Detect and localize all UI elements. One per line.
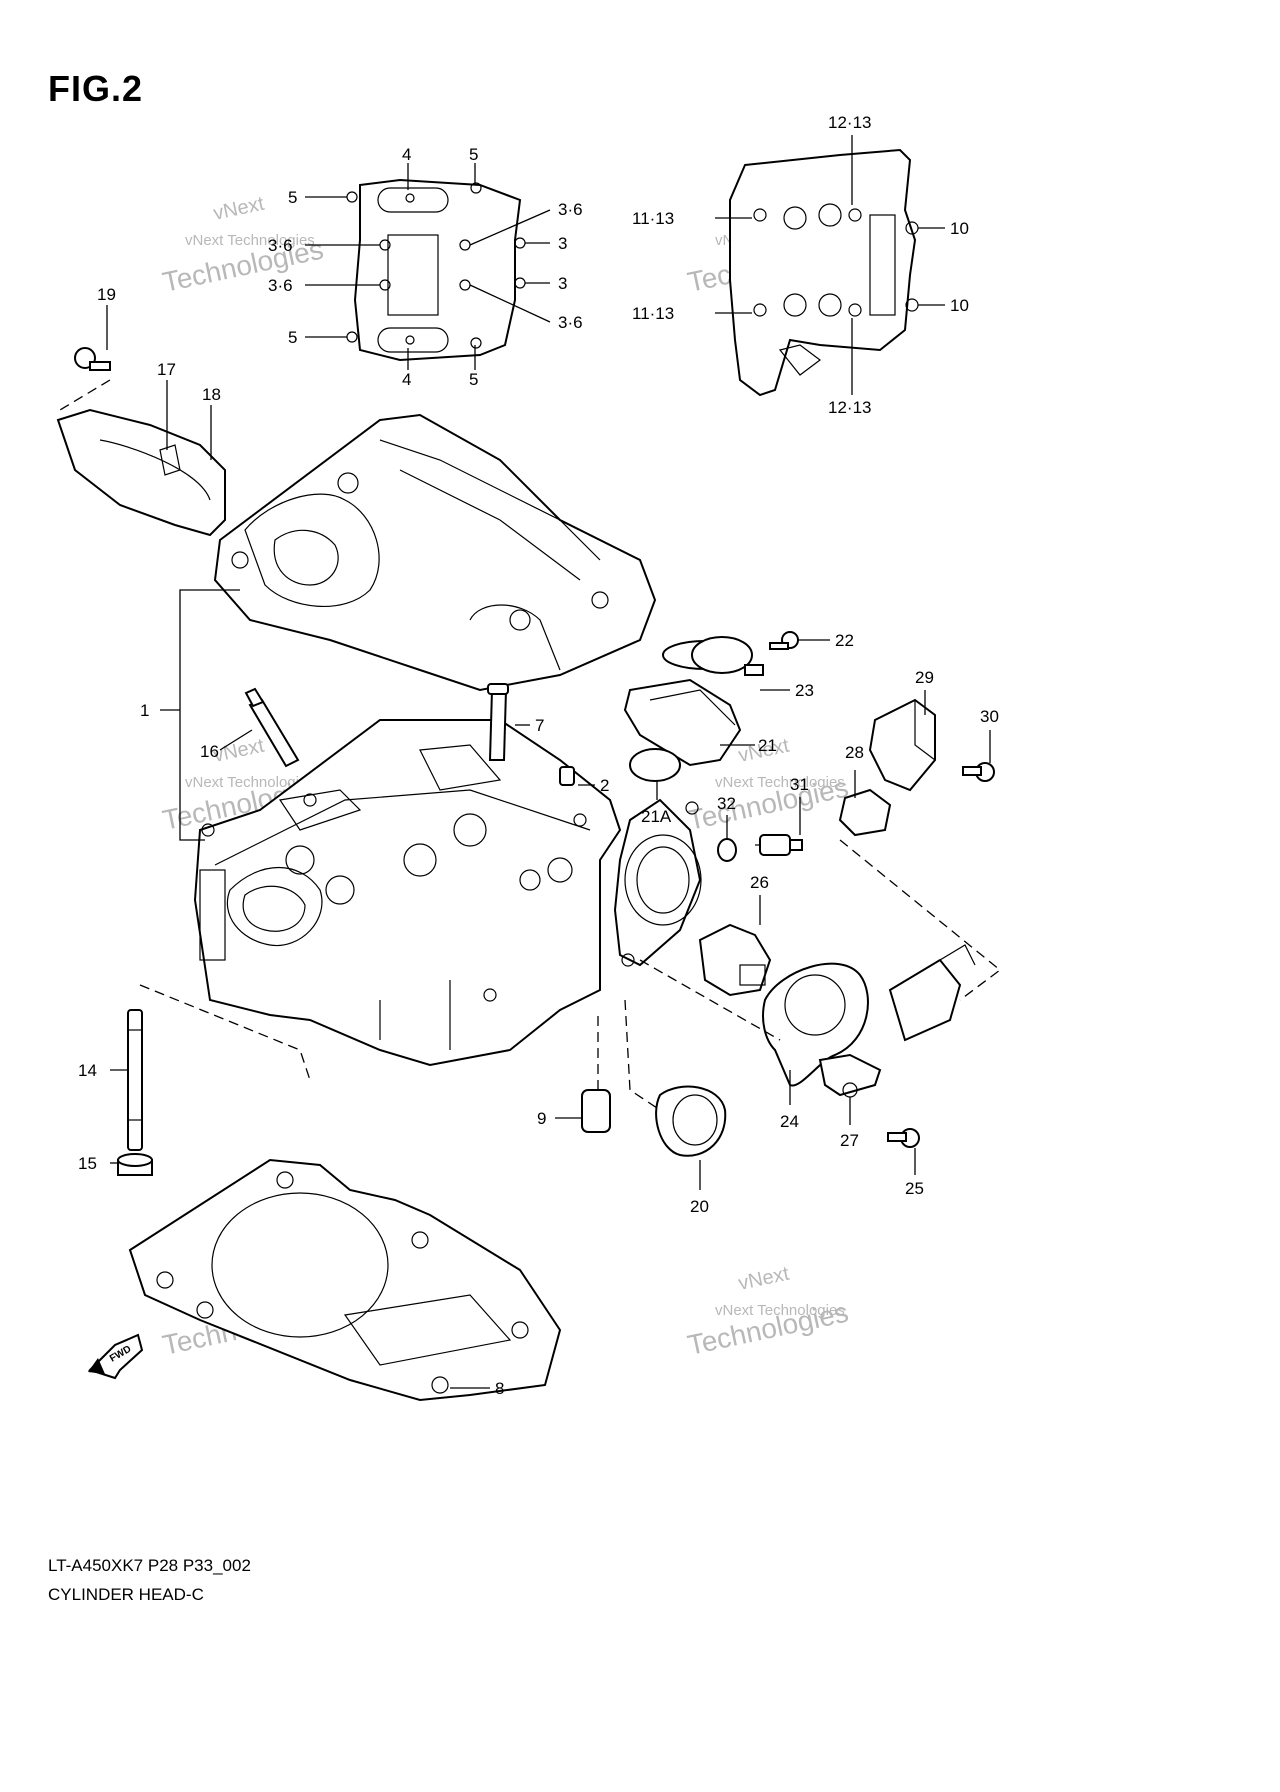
temperature-sensor (755, 834, 803, 856)
leader-lines (59, 135, 1002, 1389)
watermark-bottom-right: vNext vNext Technologies Technologies (685, 1263, 851, 1361)
bolt-19 (74, 347, 111, 371)
callout-31: 31 (790, 775, 809, 794)
callout-9: 9 (537, 1109, 546, 1128)
callout-25: 25 (905, 1179, 924, 1198)
callout-5-top-right: 5 (469, 145, 478, 164)
callout-11-13-lower: 11·13 (632, 304, 674, 323)
callout-2: 2 (600, 776, 609, 795)
callout-21A: 21A (641, 807, 672, 826)
forward-arrow-icon: FWD (88, 1333, 144, 1380)
bolt-25 (887, 1128, 920, 1148)
washer (717, 838, 737, 862)
callout-28: 28 (845, 743, 864, 762)
callout-30: 30 (980, 707, 999, 726)
nut (117, 1153, 153, 1176)
sensor-bracket (868, 698, 936, 792)
callout-18: 18 (202, 385, 221, 404)
water-outlet-housing (762, 944, 976, 1098)
stud-bolt (127, 1009, 143, 1151)
valve-guide (487, 683, 509, 761)
head-bolt-pattern-inset (729, 148, 919, 397)
callout-27: 27 (840, 1131, 859, 1150)
dowel-9 (581, 1089, 611, 1133)
callout-4-bottom: 4 (402, 370, 411, 389)
svg-text:vNext Technologies: vNext Technologies (185, 774, 315, 791)
cover-bolt-pattern-inset (346, 178, 526, 362)
diagram-code: LT-A450XK7 P28 P33_002 (48, 1556, 251, 1575)
callout-24: 24 (780, 1112, 799, 1131)
callout-10-upper: 10 (950, 219, 969, 238)
cap-20 (655, 1085, 727, 1157)
callout-10-lower: 10 (950, 296, 969, 315)
callout-17: 17 (157, 360, 176, 379)
callout-5-top-left: 5 (288, 188, 297, 207)
callout-labels: 1 2 3 3 3·6 3·6 3·6 3·6 4 4 5 5 5 5 7 8 … (78, 113, 999, 1398)
svg-text:vNext Technologies: vNext Technologies (185, 232, 315, 249)
callout-23: 23 (795, 681, 814, 700)
callout-15: 15 (78, 1154, 97, 1173)
callout-5-bottom-right: 5 (469, 370, 478, 389)
bolt-22 (769, 631, 799, 650)
cylinder-head-gasket (128, 1158, 562, 1402)
cylinder-head-cover (213, 413, 657, 692)
svg-text:vNext: vNext (211, 735, 266, 767)
callout-14: 14 (78, 1061, 97, 1080)
callout-3-6-lower-right: 3·6 (558, 313, 583, 332)
thermostat-case (613, 798, 702, 967)
callout-16: 16 (200, 742, 219, 761)
callout-20: 20 (690, 1197, 709, 1216)
breather-cover (56, 408, 226, 537)
thermostat (698, 923, 772, 997)
callout-19: 19 (97, 285, 116, 304)
spark-plug (244, 687, 300, 768)
callout-21: 21 (758, 736, 777, 755)
svg-text:vNext: vNext (211, 193, 266, 225)
svg-text:vNext: vNext (736, 1263, 791, 1295)
figure-title: FIG.2 (48, 68, 144, 109)
cylinder-head (193, 719, 622, 1067)
callout-22: 22 (835, 631, 854, 650)
o-ring (629, 748, 681, 782)
callout-8: 8 (495, 1379, 504, 1398)
callout-29: 29 (915, 668, 934, 687)
grommet (838, 788, 892, 837)
callout-3-6-lower-left: 3·6 (268, 276, 293, 295)
svg-text:vNext Technologies: vNext Technologies (715, 1302, 845, 1319)
callout-12-13-upper: 12·13 (828, 113, 871, 132)
callout-3-upper: 3 (558, 234, 567, 253)
callout-1: 1 (140, 701, 149, 720)
callout-7: 7 (535, 716, 544, 735)
callout-4-top: 4 (402, 145, 411, 164)
callout-26: 26 (750, 873, 769, 892)
diagram-caption: CYLINDER HEAD-C (48, 1585, 204, 1604)
callout-3-6-upper-right: 3·6 (558, 200, 583, 219)
callout-5-bottom-left: 5 (288, 328, 297, 347)
callout-11-13-upper: 11·13 (632, 209, 674, 228)
dowel-pin (559, 766, 575, 786)
callout-3-lower: 3 (558, 274, 567, 293)
svg-text:vNext Technologies: vNext Technologies (715, 774, 845, 791)
watermark-top-left: vNext vNext Technologies Technologies (160, 193, 326, 298)
callout-12-13-lower: 12·13 (828, 398, 871, 417)
bolt-30 (962, 762, 995, 782)
callout-32: 32 (717, 794, 736, 813)
callout-3-6-upper-left: 3·6 (268, 236, 293, 255)
clamp (691, 636, 764, 676)
